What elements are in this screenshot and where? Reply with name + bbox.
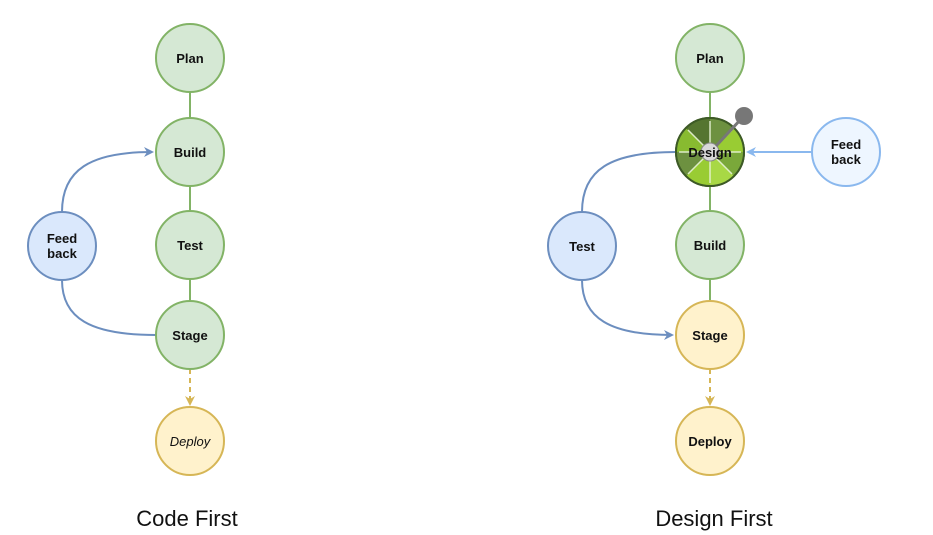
edge-stage-feedback [61, 279, 157, 336]
design-pin-handle-icon [714, 107, 753, 148]
node-stage: Stage [155, 300, 225, 370]
code-first-caption: Code First [136, 506, 237, 531]
design-first-diagram: Plan [547, 23, 881, 531]
node-feedback-label-line1: Feed [831, 137, 861, 152]
node-design: Design [675, 107, 753, 187]
node-feedback-label-line2: back [831, 152, 861, 167]
design-first-caption: Design First [655, 506, 772, 531]
edge-design-test [581, 151, 677, 213]
node-deploy: Deploy [675, 406, 745, 476]
node-deploy: Deploy [155, 406, 225, 476]
code-first-diagram: Plan Build Test Stage Deploy Feed back C… [27, 23, 238, 531]
node-test-label: Test [177, 238, 203, 253]
node-build-label: Build [174, 145, 207, 160]
node-plan: Plan [675, 23, 745, 93]
node-build-label: Build [694, 238, 727, 253]
node-deploy-label: Deploy [170, 434, 212, 449]
edge-test-stage [581, 279, 674, 340]
node-plan-label: Plan [696, 51, 724, 66]
node-feedback-label-line2: back [47, 246, 77, 261]
node-build: Build [675, 210, 745, 280]
node-design-label: Design [688, 145, 731, 160]
node-feedback-label-line1: Feed [47, 231, 77, 246]
node-test: Test [155, 210, 225, 280]
node-stage-label: Stage [172, 328, 207, 343]
edge-feedback-build [61, 147, 154, 213]
node-stage-label: Stage [692, 328, 727, 343]
node-test-label: Test [569, 239, 595, 254]
node-deploy-label: Deploy [688, 434, 732, 449]
node-stage: Stage [675, 300, 745, 370]
node-plan-label: Plan [176, 51, 204, 66]
design-burst-icon [675, 117, 745, 187]
node-build: Build [155, 117, 225, 187]
node-test: Test [547, 211, 617, 281]
node-plan: Plan [155, 23, 225, 93]
node-feedback: Feed back [811, 117, 881, 187]
node-feedback: Feed back [27, 211, 97, 281]
